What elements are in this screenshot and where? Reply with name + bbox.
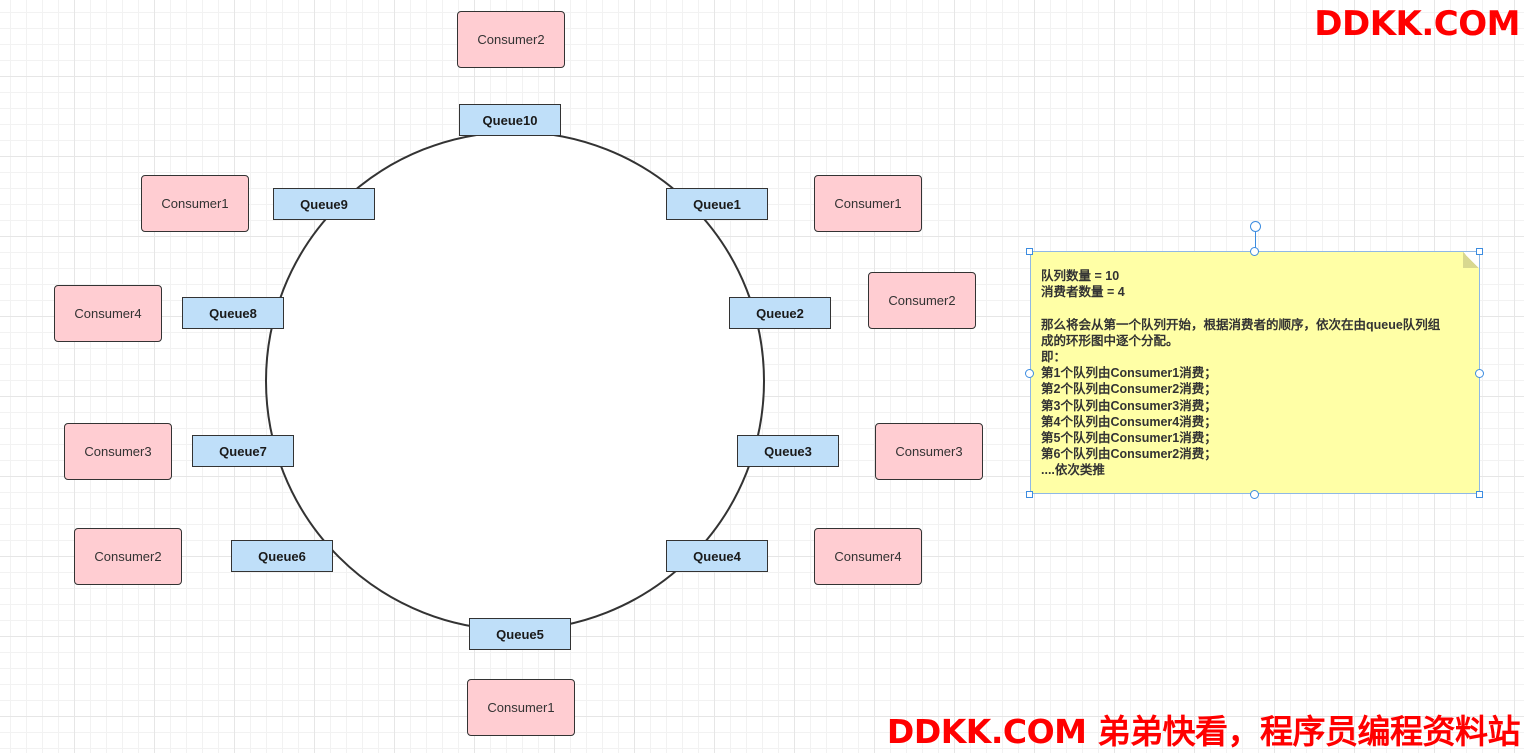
queue-10-box[interactable]: Queue10: [459, 104, 561, 136]
consumer-box-queue10[interactable]: Consumer2: [457, 11, 565, 68]
queue-5-box[interactable]: Queue5: [469, 618, 571, 650]
queue-9-box[interactable]: Queue9: [273, 188, 375, 220]
note-line: 第2个队列由Consumer2消费；: [1041, 382, 1217, 397]
rotate-handle-line: [1255, 231, 1256, 251]
queue-7-box[interactable]: Queue7: [192, 435, 294, 467]
consumer-box-queue2[interactable]: Consumer2: [868, 272, 976, 329]
note-line: 第3个队列由Consumer3消费；: [1041, 398, 1217, 413]
note-line: 队列数量 = 10: [1041, 269, 1120, 283]
queue-4-box[interactable]: Queue4: [666, 540, 768, 572]
connect-handle-left[interactable]: [1025, 369, 1034, 378]
explanation-note[interactable]: 队列数量 = 10 消费者数量 = 4 那么将会从第一个队列开始，根据消费者的顺…: [1030, 251, 1480, 494]
note-line: ....依次类推: [1041, 463, 1105, 478]
consumer-box-queue1[interactable]: Consumer1: [814, 175, 922, 232]
note-line: 即：: [1041, 350, 1067, 365]
queue-3-box[interactable]: Queue3: [737, 435, 839, 467]
resize-handle-top-left[interactable]: [1026, 248, 1033, 255]
note-line: [1041, 300, 1473, 316]
consumer-box-queue6[interactable]: Consumer2: [74, 528, 182, 585]
queue-6-box[interactable]: Queue6: [231, 540, 333, 572]
consumer-box-queue3[interactable]: Consumer3: [875, 423, 983, 480]
connect-handle-bottom[interactable]: [1250, 490, 1259, 499]
note-line: 成的环形图中逐个分配。: [1041, 333, 1179, 348]
rotate-handle[interactable]: [1250, 221, 1261, 232]
consumer-box-queue9[interactable]: Consumer1: [141, 175, 249, 232]
note-line: 第1个队列由Consumer1消费；: [1041, 366, 1217, 381]
resize-handle-top-right[interactable]: [1476, 248, 1483, 255]
resize-handle-bottom-left[interactable]: [1026, 491, 1033, 498]
note-line: 第4个队列由Consumer4消费；: [1041, 414, 1217, 429]
queue-8-box[interactable]: Queue8: [182, 297, 284, 329]
queue-2-box[interactable]: Queue2: [729, 297, 831, 329]
note-line: 消费者数量 = 4: [1041, 285, 1125, 300]
resize-handle-bottom-right[interactable]: [1476, 491, 1483, 498]
note-line: 那么将会从第一个队列开始，根据消费者的顺序，依次在由queue队列组: [1041, 317, 1441, 332]
consumer-box-queue5[interactable]: Consumer1: [467, 679, 575, 736]
note-line: 第5个队列由Consumer1消费；: [1041, 431, 1217, 446]
connect-handle-right[interactable]: [1475, 369, 1484, 378]
connect-handle-top[interactable]: [1250, 247, 1259, 256]
watermark-bottom: DDKK.COM 弟弟快看，程序员编程资料站: [886, 712, 1521, 751]
note-fold-corner: [1463, 252, 1479, 268]
queue-1-box[interactable]: Queue1: [666, 188, 768, 220]
consumer-box-queue4[interactable]: Consumer4: [814, 528, 922, 585]
consumer-box-queue7[interactable]: Consumer3: [64, 423, 172, 480]
note-text: 队列数量 = 10 消费者数量 = 4 那么将会从第一个队列开始，根据消费者的顺…: [1041, 268, 1473, 479]
consumer-box-queue8[interactable]: Consumer4: [54, 285, 162, 342]
note-line: 第6个队列由Consumer2消费；: [1041, 447, 1217, 462]
watermark-top: DDKK.COM: [1314, 4, 1520, 44]
